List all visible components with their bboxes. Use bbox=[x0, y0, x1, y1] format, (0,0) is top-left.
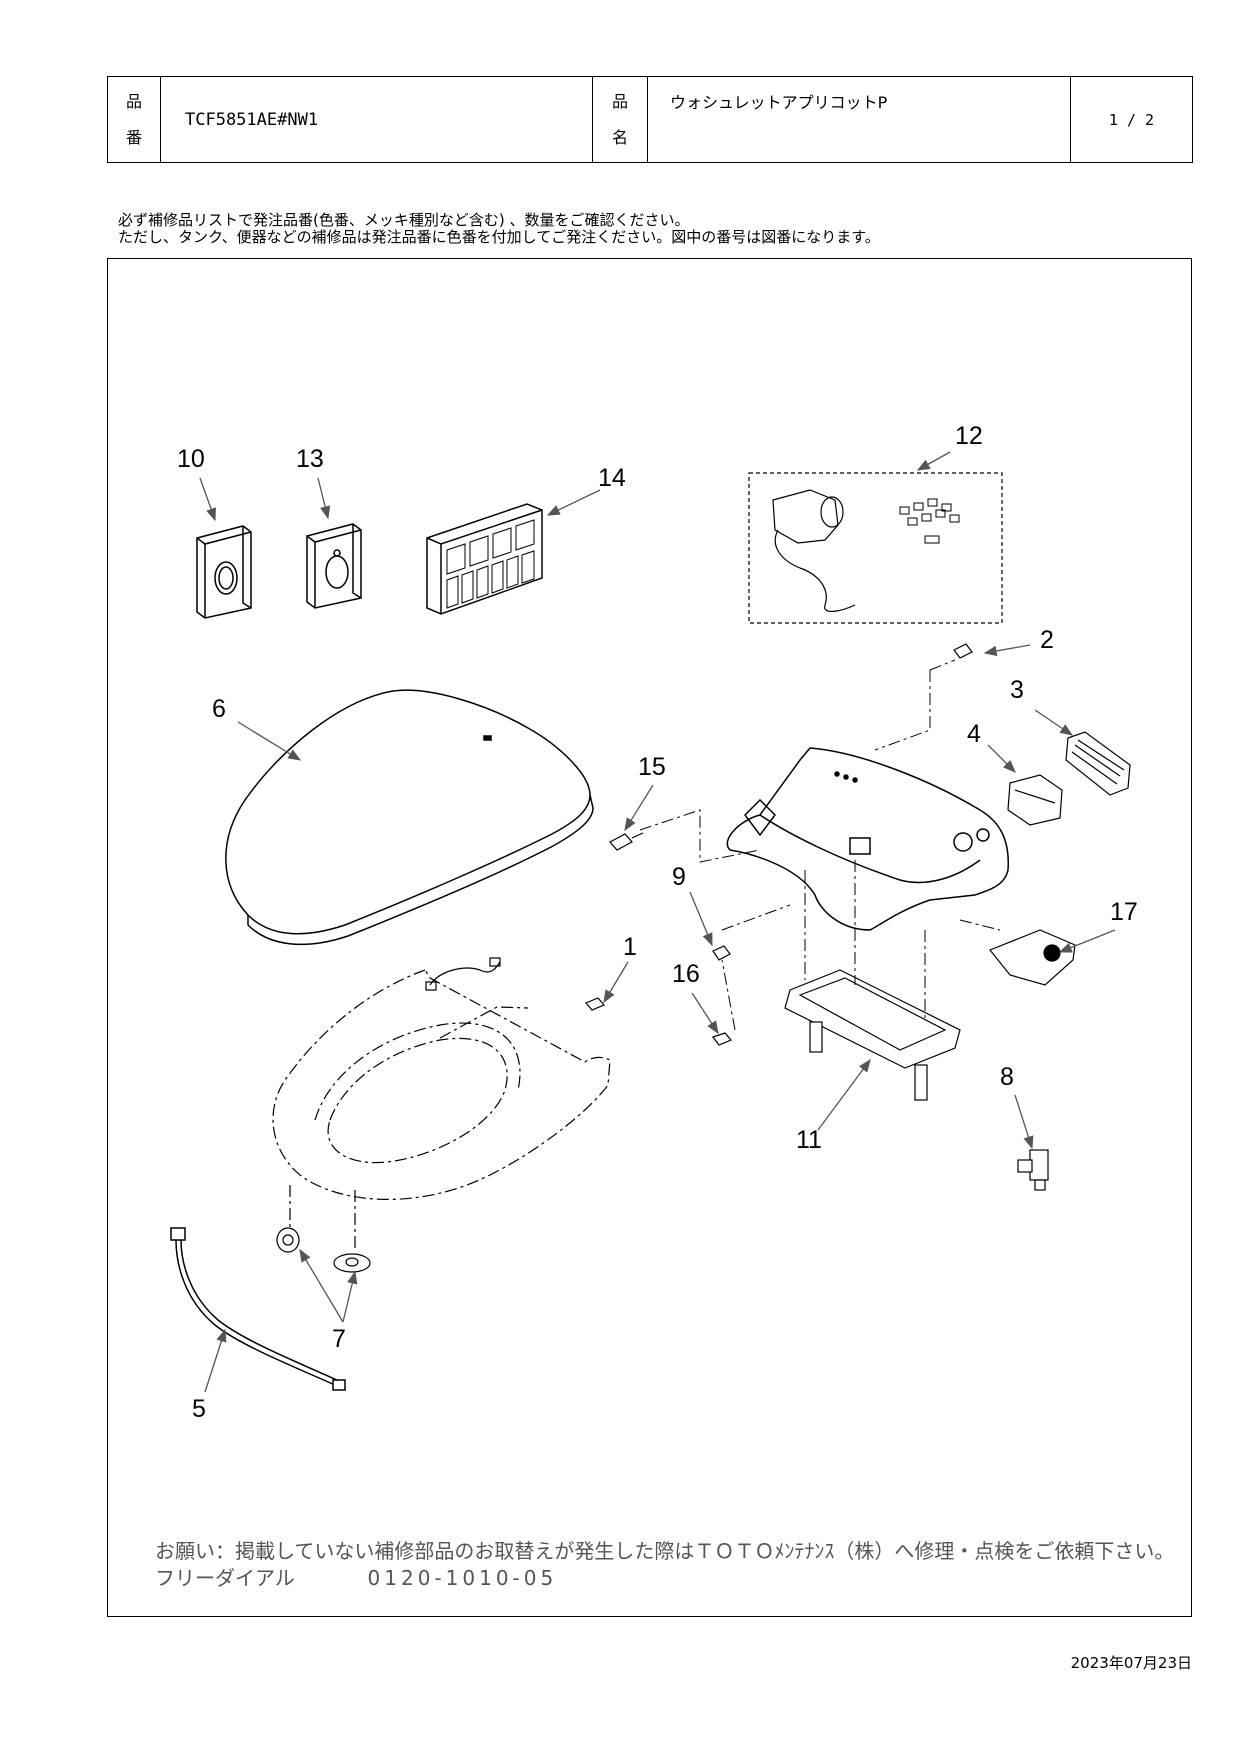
callout-4: 4 bbox=[967, 720, 981, 748]
part-2-illustration bbox=[953, 643, 973, 659]
callout-6: 6 bbox=[212, 695, 226, 723]
part-no: TCF5851AE#NW1 bbox=[160, 76, 593, 163]
notice: 必ず補修品リストで発注品番(色番、メッキ種別など含む) 、数量をご確認ください。… bbox=[118, 212, 880, 246]
leader-arrows bbox=[199, 451, 1116, 1393]
grille-3-illustration bbox=[1065, 731, 1131, 796]
callout-17: 17 bbox=[1110, 898, 1138, 926]
product-label-cell: 品 名 bbox=[592, 76, 648, 163]
part-no-label-cell: 品 番 bbox=[107, 76, 161, 163]
callout-15: 15 bbox=[638, 753, 666, 781]
callout-8: 8 bbox=[1000, 1063, 1014, 1091]
notice-line-2: ただし、タンク、便器などの補修品は発注品番に色番を付加してご発注ください。図中の… bbox=[118, 228, 880, 246]
part-15-illustration bbox=[609, 832, 644, 851]
product-name: ウォシュレットアプリコットP bbox=[647, 76, 1071, 163]
callout-14: 14 bbox=[598, 464, 626, 492]
header-table: 品 番 TCF5851AE#NW1 品 名 ウォシュレットアプリコットP 1 /… bbox=[107, 76, 1193, 163]
diagram-frame bbox=[107, 258, 1192, 1617]
page-number: 1 / 2 bbox=[1070, 76, 1193, 163]
callout-7: 7 bbox=[332, 1325, 346, 1353]
remote-10-illustration bbox=[196, 525, 252, 619]
product-label-2: 名 bbox=[611, 127, 628, 147]
remote-13-illustration bbox=[306, 523, 362, 609]
callout-5: 5 bbox=[192, 1395, 206, 1423]
hose-5-illustration bbox=[170, 1227, 346, 1391]
footer-freedial: フリーダイアル 0120-1010-05 bbox=[155, 1562, 557, 1591]
filter-4-illustration bbox=[1007, 774, 1063, 826]
part-no-label-1: 品 bbox=[125, 91, 142, 111]
part-1-illustration bbox=[585, 997, 605, 1011]
callout-12: 12 bbox=[955, 422, 983, 450]
control-panel-14-illustration bbox=[426, 503, 543, 615]
callout-16: 16 bbox=[672, 960, 700, 988]
base-plate-11-illustration bbox=[784, 969, 961, 1101]
callout-11: 11 bbox=[796, 1126, 822, 1154]
lid-6-illustration bbox=[225, 689, 594, 946]
product-label-1: 品 bbox=[611, 91, 628, 111]
callout-9: 9 bbox=[672, 863, 686, 891]
connector-lines bbox=[639, 659, 1001, 1031]
seat-harness-illustration bbox=[425, 957, 501, 991]
part-16-illustration bbox=[712, 1032, 732, 1046]
callout-1: 1 bbox=[623, 933, 637, 961]
freedial-number: 0120-1010-05 bbox=[367, 1566, 558, 1590]
callout-2: 2 bbox=[1040, 626, 1054, 654]
part-no-label-2: 番 bbox=[125, 127, 142, 147]
callout-3: 3 bbox=[1010, 676, 1024, 704]
kit-12-illustration bbox=[748, 472, 1003, 624]
part-9-illustration bbox=[712, 945, 731, 961]
pad-7-illustration bbox=[276, 1227, 371, 1273]
callout-13: 13 bbox=[296, 445, 324, 473]
valve-8-illustration bbox=[1017, 1149, 1049, 1191]
seat-outline-illustration bbox=[272, 969, 611, 1250]
main-body-illustration bbox=[726, 747, 1009, 931]
callout-10: 10 bbox=[177, 445, 205, 473]
document-date: 2023年07月23日 bbox=[1070, 1654, 1192, 1672]
footer-request: お願い：掲載していない補修部品のお取替えが発生した際はＴＯＴＯﾒﾝﾃﾅﾝｽ（株）… bbox=[155, 1539, 1175, 1563]
cover-plate-17-illustration bbox=[989, 929, 1076, 986]
freedial-label: フリーダイアル bbox=[155, 1566, 295, 1590]
notice-line-1: 必ず補修品リストで発注品番(色番、メッキ種別など含む) 、数量をご確認ください。 bbox=[118, 211, 690, 229]
